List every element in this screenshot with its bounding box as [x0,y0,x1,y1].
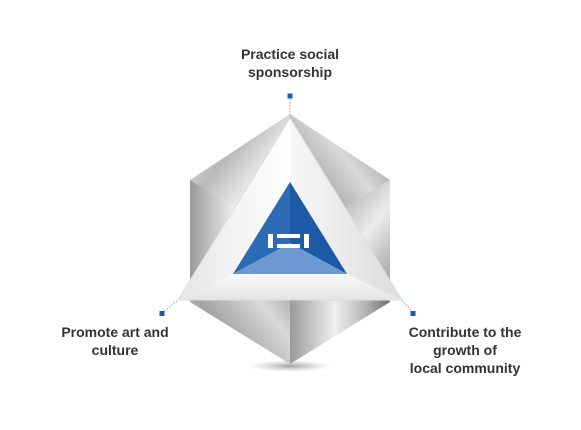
blue-core-triangle [233,182,347,274]
label-right-line2: growth of [433,342,497,358]
label-top-line2: sponsorship [247,64,332,80]
marker-right [410,311,416,316]
marker-top [287,93,293,99]
leader-lines [161,96,414,314]
label-left-line2: culture [91,342,139,358]
label-left-line1: Promote art and [61,324,169,340]
label-contribute-local-community: Contribute to the growth of local commun… [380,323,550,377]
label-top-line1: Practice social [240,46,340,62]
label-promote-art-culture: Promote art and culture [40,323,190,359]
label-right-line3: local community [409,360,521,376]
diagram-shadow [248,360,332,372]
label-right-line1: Contribute to the [408,324,522,340]
label-practice-social-sponsorship: Practice social sponsorship [200,45,380,81]
marker-left [159,311,165,316]
company-emblem-icon [268,234,309,248]
triangle-frame [177,117,403,301]
